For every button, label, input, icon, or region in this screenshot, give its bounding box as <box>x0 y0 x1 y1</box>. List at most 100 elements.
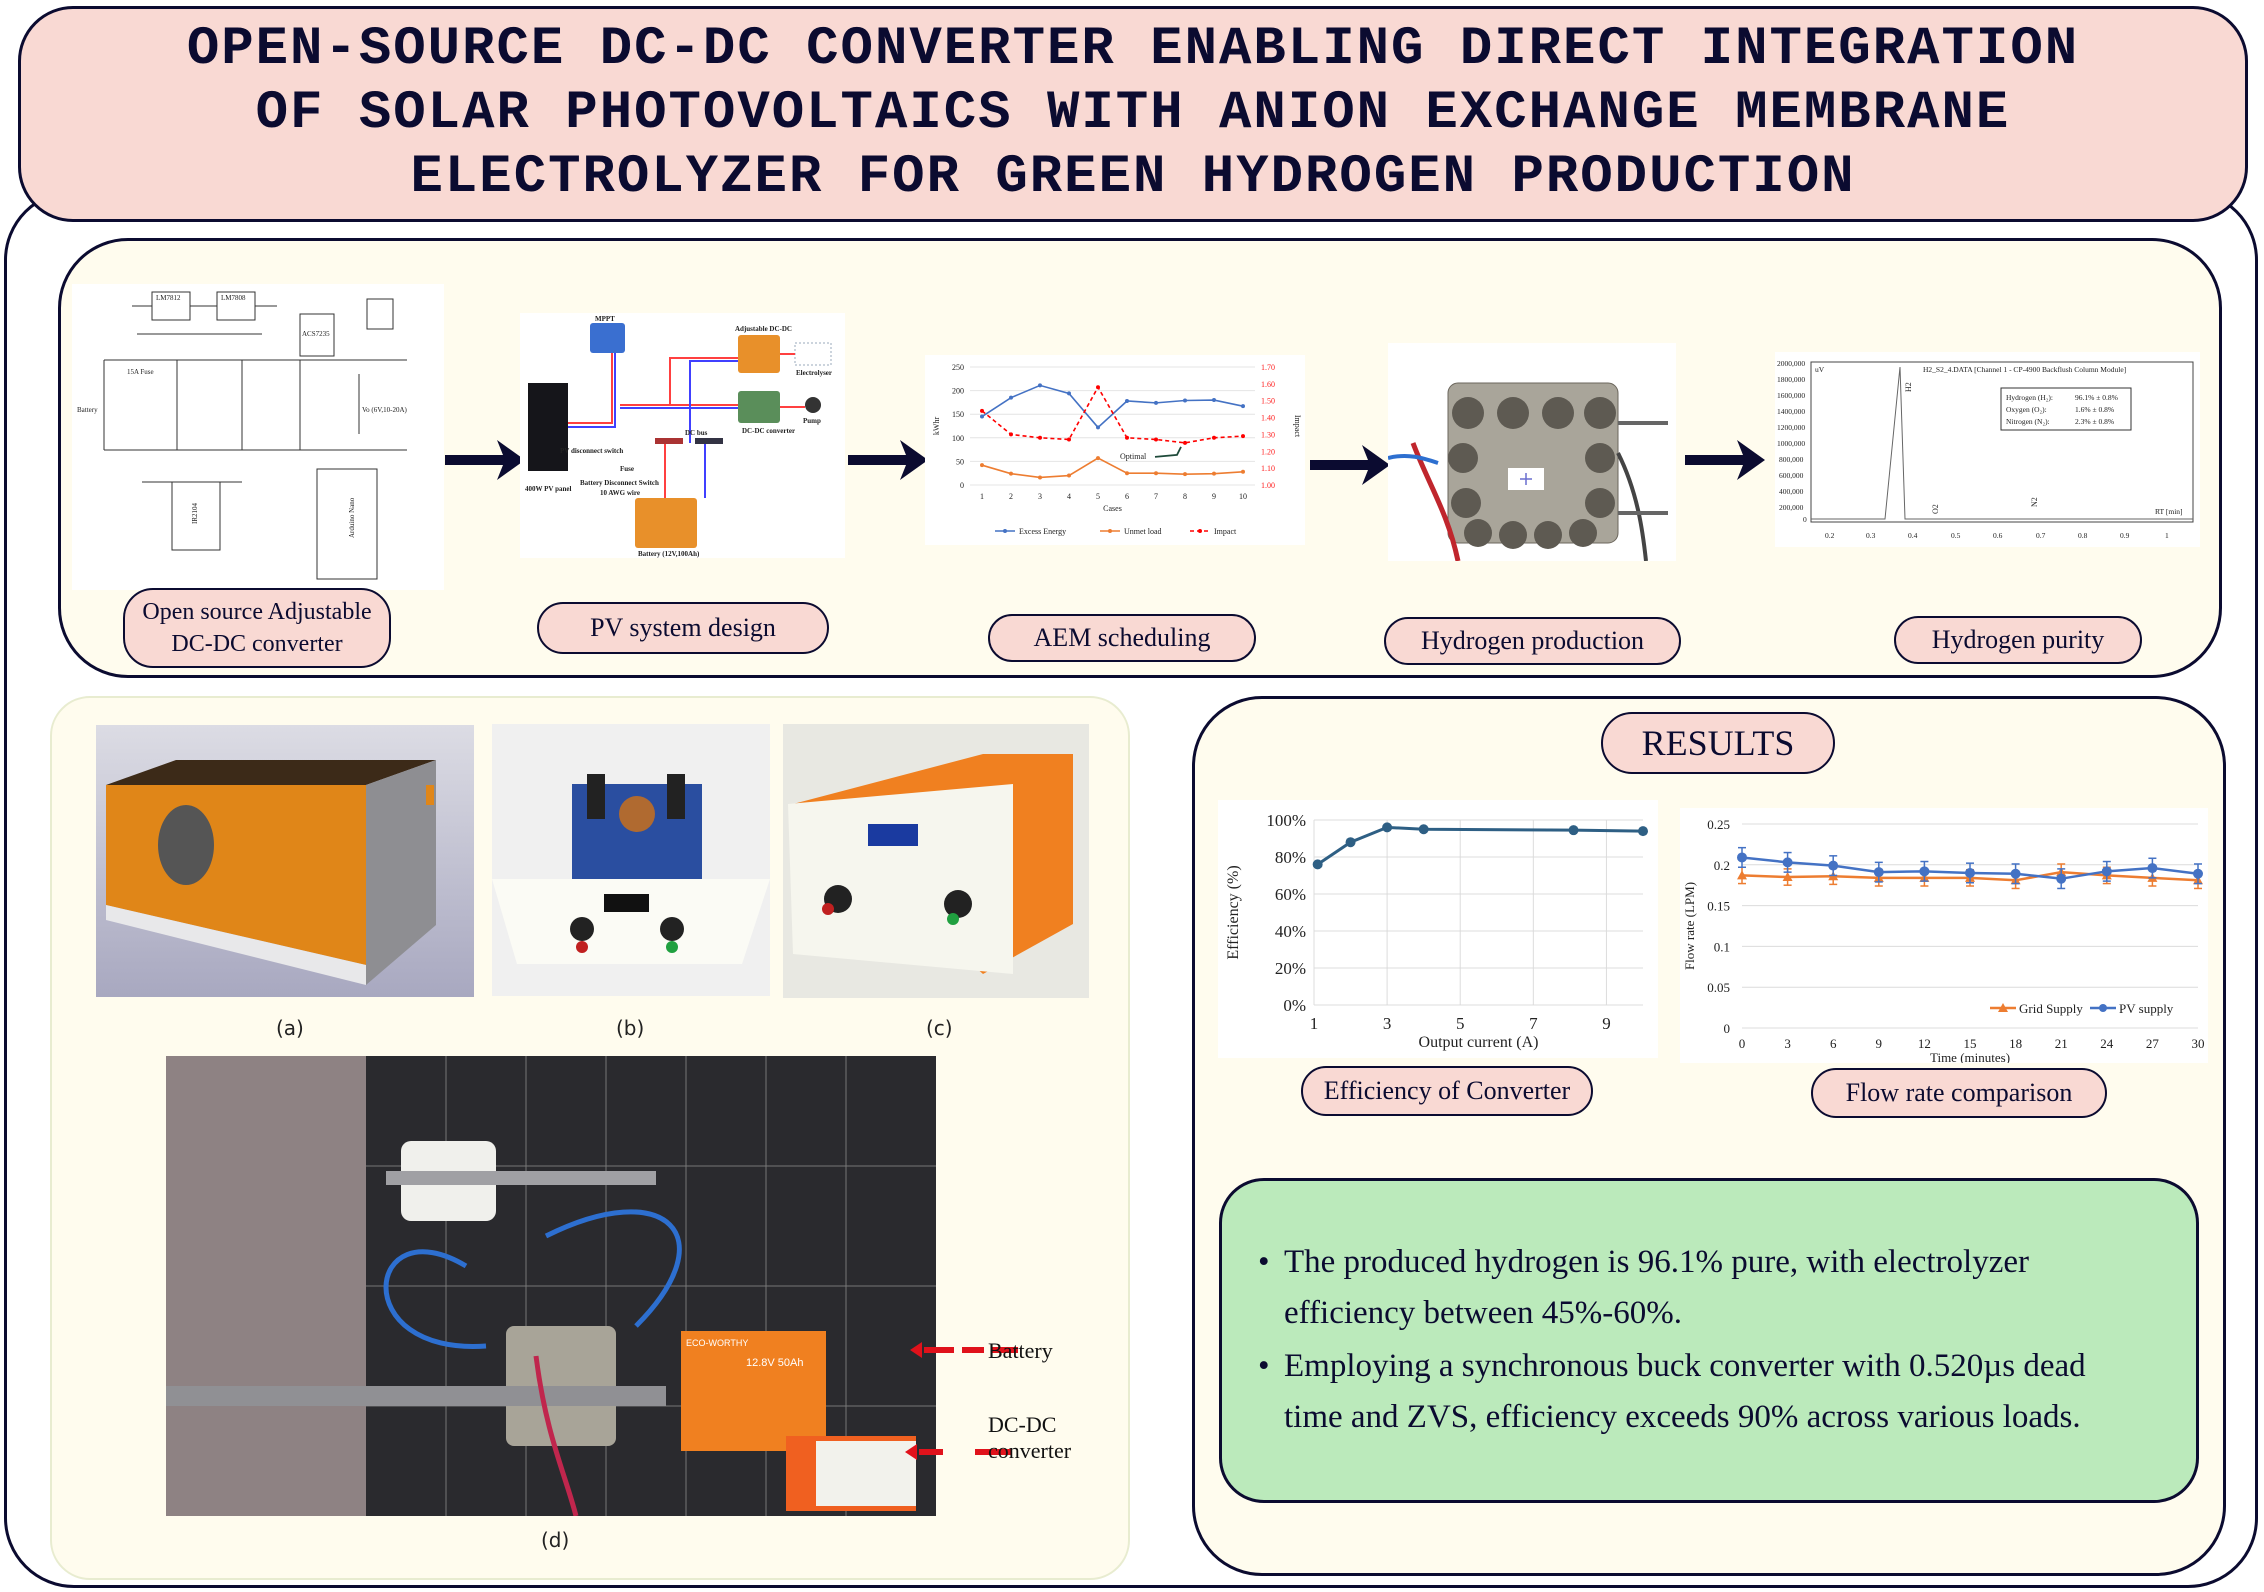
pcb-drawing <box>492 774 770 964</box>
label-awg: 10 AWG wire <box>600 489 640 497</box>
data-point <box>1009 395 1013 400</box>
enclosure-cad-render <box>96 725 474 997</box>
label-battery: Battery <box>77 406 98 414</box>
step-label-hydrogen-production: Hydrogen production <box>1384 617 1681 665</box>
x-tick-label: 9 <box>1212 492 1216 501</box>
y-tick-label: 50 <box>956 457 964 466</box>
caption-c: (c) <box>926 1016 953 1040</box>
y-tick-label: 80% <box>1275 848 1306 867</box>
y-tick-label: 150 <box>952 410 964 419</box>
pv-panel-icon <box>528 383 568 471</box>
data-point <box>1241 469 1245 474</box>
chromatogram-unit: uV <box>1815 365 1825 374</box>
y-tick-label: 0% <box>1283 996 1306 1015</box>
legend-marker <box>2099 1004 2107 1012</box>
gas-o2: Oxygen (O₂): <box>2006 405 2047 414</box>
summary-2-line2: time and ZVS, efficiency exceeds 90% acr… <box>1284 1399 2081 1435</box>
battery-callout-label: Battery <box>988 1338 1053 1363</box>
x-axis-label: Time (minutes) <box>1930 1050 2010 1063</box>
data-point <box>1067 391 1071 396</box>
step-label-converter: Open source Adjustable DC-DC converter <box>123 588 391 668</box>
x-tick-label: 9 <box>1602 1014 1611 1033</box>
x-tick-label: 7 <box>1529 1014 1538 1033</box>
data-point <box>1241 434 1245 439</box>
y-tick: 0 <box>1803 515 1807 524</box>
y-tick-label: 0 <box>1724 1021 1731 1036</box>
data-point <box>1096 456 1100 461</box>
efficiency-label-text: Efficiency of Converter <box>1323 1076 1571 1105</box>
x-tick: 0.7 <box>2036 531 2046 540</box>
label-electrolyser: Electrolyser <box>796 369 832 377</box>
legend-label: Unmet load <box>1124 527 1162 536</box>
y-tick: 1600,000 <box>1777 391 1805 400</box>
electrolyser-icon <box>794 342 832 366</box>
peak-o2: O2 <box>1931 504 1940 514</box>
summary-1-line2: efficiency between 45%-60%. <box>1284 1295 1682 1331</box>
peak-h2: H2 <box>1904 382 1913 392</box>
step-label-hydrogen-purity: Hydrogen purity <box>1894 616 2142 664</box>
bullet-icon: • <box>1258 1244 1270 1280</box>
chromatogram-svg: 2000,000 1800,000 1600,000 1400,000 1200… <box>1777 359 2194 540</box>
label-pvswitch: PV disconnect switch <box>560 447 623 455</box>
y2-tick-label: 1.30 <box>1261 430 1275 439</box>
battery-brand-label: ECO-WORTHY <box>686 1338 748 1348</box>
results-header: RESULTS <box>1601 712 1835 774</box>
y-tick-label: 60% <box>1275 885 1306 904</box>
legend-marker <box>1998 1003 2008 1012</box>
y-tick-label: 0.25 <box>1707 817 1730 832</box>
label-dcbus: DC bus <box>685 429 708 437</box>
legend-marker <box>1198 529 1202 533</box>
poster-title: OPEN-SOURCE DC-DC CONVERTER ENABLING DIR… <box>18 6 2248 222</box>
y2-tick-label: 1.60 <box>1261 380 1275 389</box>
circuit-drawing: LM7812 LM7808 ACS7235 Battery 15A Fuse V… <box>77 291 408 580</box>
y-tick-label: 100 <box>952 434 964 443</box>
data-point <box>1154 400 1158 405</box>
data-point <box>2147 863 2158 874</box>
y-tick-label: 0.1 <box>1714 939 1730 954</box>
x-tick-label: 3 <box>1038 492 1042 501</box>
electrolyzer-photo <box>1387 343 1676 562</box>
setup-drawing: 12.8V 50Ah ECO-WORTHY <box>166 1056 936 1517</box>
x-tick-label: 9 <box>1876 1036 1883 1051</box>
data-point <box>980 463 984 468</box>
converter-enclosure-photo <box>783 724 1089 998</box>
y2-tick-label: 1.50 <box>1261 397 1275 406</box>
y-tick-label: 200 <box>952 387 964 396</box>
y-axis-label: Efficiency (%) <box>1225 865 1242 959</box>
y-tick: 1800,000 <box>1777 375 1805 384</box>
data-point <box>1038 435 1042 440</box>
x-tick-label: 6 <box>1125 492 1129 501</box>
step-label-converter-line2: DC-DC converter <box>171 631 343 657</box>
summary-box: • The produced hydrogen is 96.1% pure, w… <box>1219 1178 2199 1503</box>
x-tick: 0.9 <box>2120 531 2130 540</box>
flow-label-text: Flow rate comparison <box>1845 1078 2073 1107</box>
data-point <box>1828 860 1839 871</box>
x-tick-label: 24 <box>2100 1036 2114 1051</box>
summary-bullet-2: • Employing a synchronous buck converter… <box>1258 1341 2166 1443</box>
gas-h2-value: 96.1% ± 0.8% <box>2075 393 2118 402</box>
title-line-2: OF SOLAR PHOTOVOLTAICS WITH ANION EXCHAN… <box>255 83 2011 144</box>
results-header-text: RESULTS <box>1641 723 1795 763</box>
y-tick-label: 0.05 <box>1707 980 1730 995</box>
efficiency-label: Efficiency of Converter <box>1301 1066 1593 1116</box>
pv-system-drawing: MPPT Adjustable DC-DC Electrolyser Pump … <box>525 315 832 558</box>
caption-d: (d) <box>541 1528 570 1552</box>
label-pump: Pump <box>803 417 821 425</box>
series-line-excess-energy <box>981 384 1244 429</box>
y-tick: 1000,000 <box>1777 439 1805 448</box>
data-point <box>1638 826 1648 837</box>
x-tick-label: 4 <box>1067 492 1071 501</box>
y-tick-label: 250 <box>952 363 964 372</box>
bullet-icon: • <box>1258 1348 1270 1384</box>
label-acs: ACS7235 <box>302 330 330 338</box>
converter-callout-line2: converter <box>988 1438 1072 1463</box>
data-point <box>1965 867 1975 878</box>
label-mppt: MPPT <box>595 315 615 323</box>
x-tick-label: 1 <box>980 492 984 501</box>
x-tick-label: 30 <box>2192 1036 2205 1051</box>
gas-n2-value: 2.3% ± 0.8% <box>2075 417 2114 426</box>
data-point <box>1125 471 1129 476</box>
